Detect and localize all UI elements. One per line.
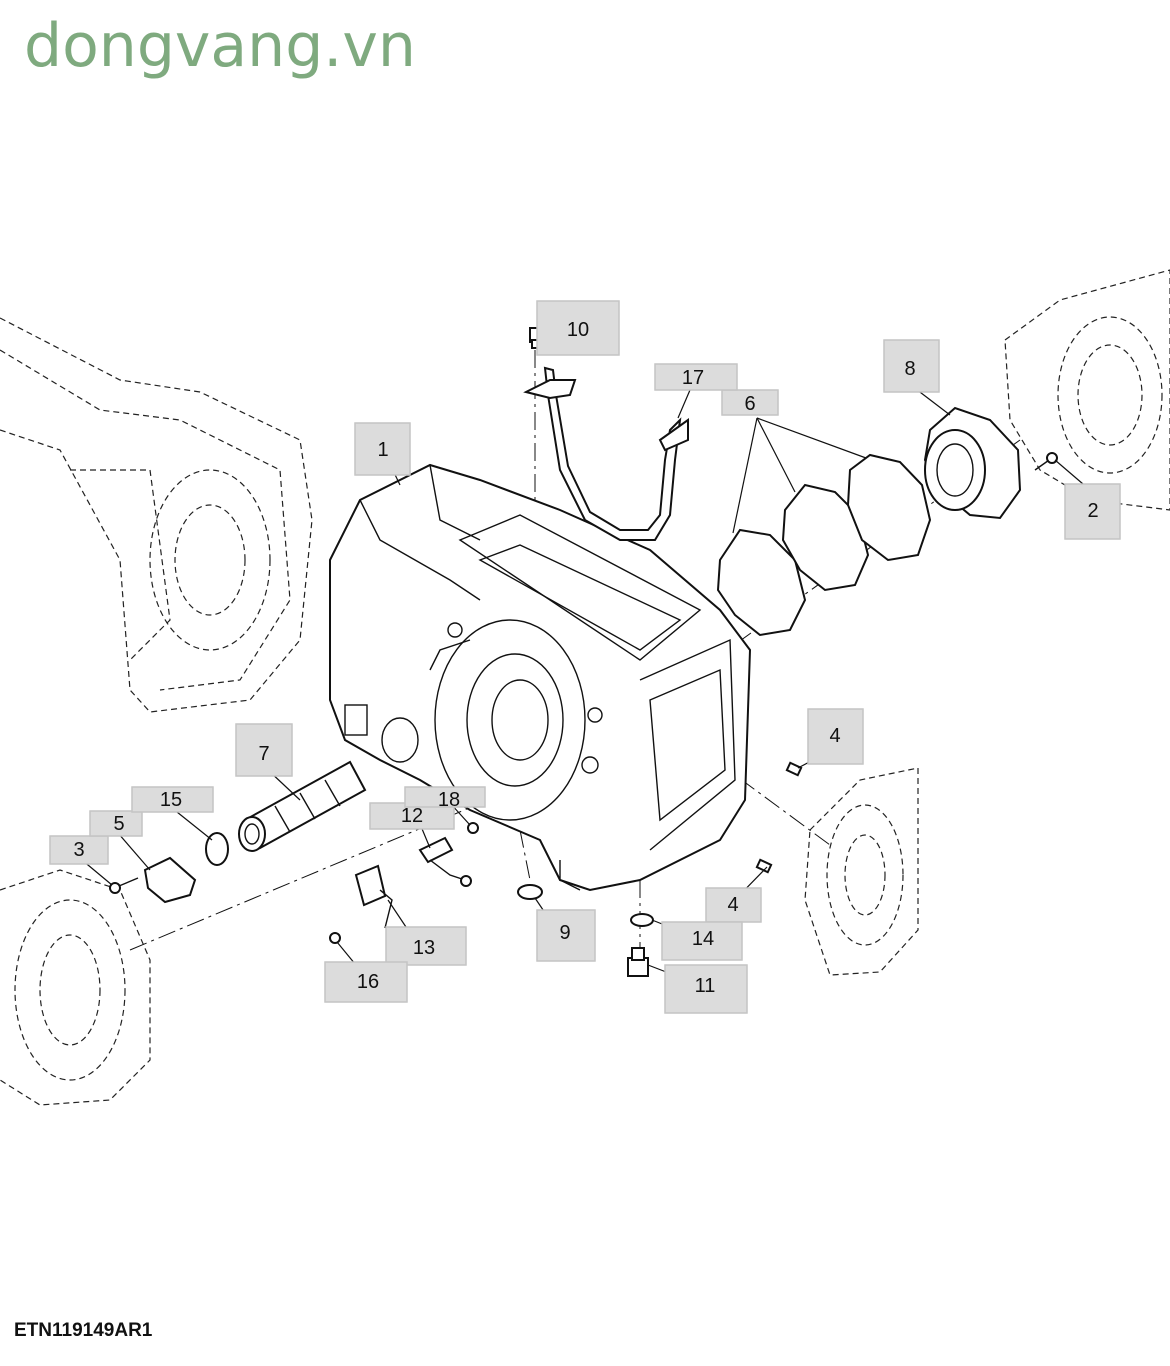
callout-label: 13 (413, 937, 435, 959)
callout-box-14: 14 (661, 921, 743, 961)
dowel-pin-upper (785, 761, 803, 777)
figure-id-label: ETN119149AR1 (14, 1320, 153, 1341)
gasket-set-part (716, 453, 932, 637)
callout-label: 6 (744, 393, 755, 415)
cover-plate-part (143, 856, 197, 904)
callout-label: 12 (401, 805, 423, 827)
sensor-part (418, 836, 472, 887)
callout-label: 8 (904, 358, 915, 380)
callout-label: 15 (160, 789, 182, 811)
callout-box-1: 1 (354, 422, 411, 476)
callout-label: 16 (357, 971, 379, 993)
callout-box-9: 9 (536, 909, 596, 962)
callout-box-13: 13 (385, 926, 467, 966)
ghost-right-flange-housing (1004, 269, 1170, 511)
gasket-leader-lines (732, 417, 867, 534)
o-ring-part (205, 832, 229, 866)
watermark-logo-text: dongvang.vn (24, 11, 416, 81)
washer-part-14 (630, 913, 654, 927)
callout-label: 1 (377, 439, 388, 461)
callout-box-11: 11 (664, 964, 748, 1014)
callout-label: 7 (258, 743, 269, 765)
dowel-pin-lower (755, 858, 773, 874)
ghost-left-lower-housing (0, 869, 151, 1106)
callout-label: 10 (567, 319, 589, 341)
callout-label: 14 (692, 928, 714, 950)
callout-box-4-lower: 4 (705, 887, 762, 923)
callout-label: 4 (727, 894, 738, 916)
callout-box-16: 16 (324, 961, 408, 1003)
callout-label: 18 (438, 789, 460, 811)
callout-box-7: 7 (235, 723, 293, 777)
callout-label: 3 (73, 839, 84, 861)
callout-box-17: 17 (654, 363, 738, 391)
callout-label: 5 (113, 813, 124, 835)
callout-box-3: 3 (49, 835, 109, 865)
ghost-right-lower-housing (804, 767, 919, 976)
bolt-part-16 (329, 932, 341, 944)
bolt-part-3 (109, 877, 139, 894)
callout-label: 17 (682, 367, 704, 389)
ghost-left-axle-housing (0, 317, 313, 713)
drain-plug-part (627, 947, 649, 977)
callout-box-15: 15 (131, 786, 214, 813)
callout-box-10: 10 (536, 300, 620, 356)
callout-box-8: 8 (883, 339, 940, 393)
bearing-housing-part (923, 406, 1022, 520)
callout-label: 2 (1087, 500, 1098, 522)
clip-bracket-part (354, 864, 393, 929)
transmission-case (329, 463, 752, 892)
callout-box-4-upper: 4 (807, 708, 864, 765)
tube-part (238, 760, 367, 852)
callout-box-6: 6 (721, 389, 779, 416)
callout-box-2: 2 (1064, 483, 1121, 540)
bolt-part-2 (1034, 452, 1058, 471)
callout-box-5: 5 (89, 810, 143, 837)
callout-label: 9 (559, 922, 570, 944)
strap-bracket-part (523, 366, 689, 541)
callout-box-18: 18 (404, 786, 486, 811)
o-ring-part-9 (517, 884, 543, 900)
callout-label: 11 (695, 975, 716, 997)
plug-part-18 (467, 822, 479, 834)
callout-label: 4 (829, 725, 840, 747)
